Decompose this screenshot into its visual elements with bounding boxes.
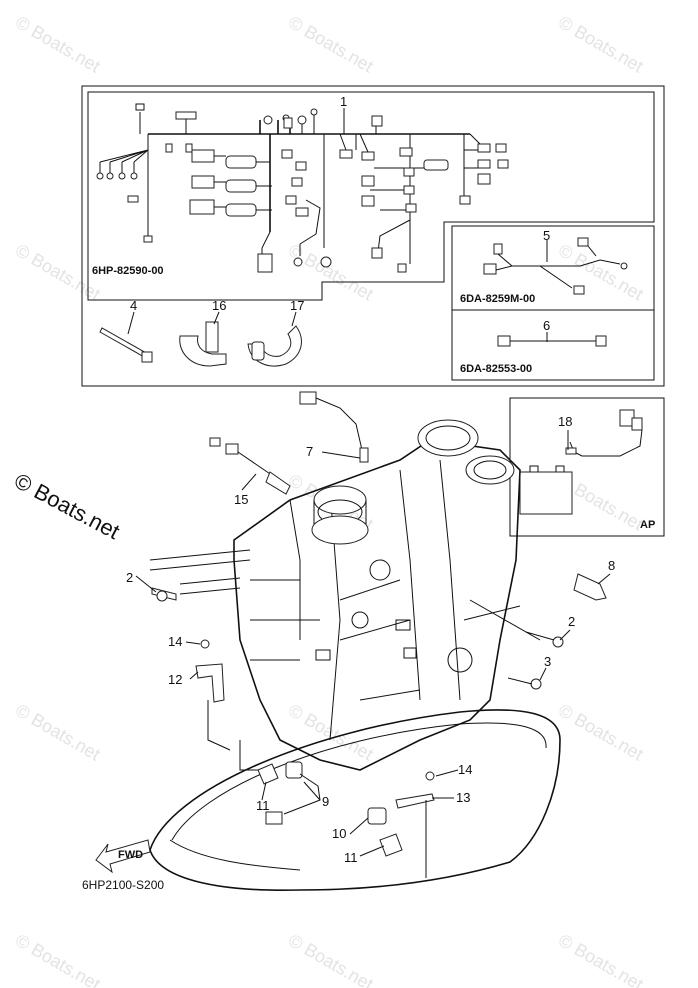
callout-numbers: 1 2 2 3 4 5 6 7 8 9 10 11 11 12 13 14 14… bbox=[126, 94, 615, 865]
callout-16: 16 bbox=[212, 298, 226, 313]
callout-2-right: 2 bbox=[568, 614, 575, 629]
sub-lead-6-part-code: 6DA-82553-00 bbox=[460, 363, 532, 375]
battery-illustration bbox=[519, 471, 573, 515]
leader-lines bbox=[127, 108, 611, 857]
sub-lead-frame bbox=[451, 225, 655, 381]
wire-harness-illustration bbox=[96, 103, 509, 273]
diagram-code: 6HP2100-S200 bbox=[82, 878, 165, 892]
sub-lead-6-illustration bbox=[497, 335, 607, 347]
bracket-12-illustration bbox=[195, 639, 231, 751]
clamp-16-illustration bbox=[179, 321, 227, 367]
lower-parts-illustration bbox=[239, 740, 435, 878]
clamp-17-illustration bbox=[247, 325, 302, 367]
sub-lead-5-illustration bbox=[483, 237, 628, 295]
callout-9: 9 bbox=[322, 794, 329, 809]
callout-6: 6 bbox=[543, 318, 550, 333]
callout-13: 13 bbox=[456, 790, 470, 805]
callout-14-left: 14 bbox=[168, 634, 182, 649]
ap-inset-box bbox=[509, 397, 665, 537]
sensor-8-illustration bbox=[573, 573, 607, 601]
callout-10: 10 bbox=[332, 826, 346, 841]
ap-inset-label: AP bbox=[640, 519, 655, 531]
callout-12: 12 bbox=[168, 672, 182, 687]
harness-subframe bbox=[87, 91, 655, 301]
callout-11-right: 11 bbox=[344, 850, 358, 865]
callout-2-left: 2 bbox=[126, 570, 133, 585]
callout-14-right: 14 bbox=[458, 762, 472, 777]
harness-part-code: 6HP-82590-00 bbox=[92, 265, 164, 277]
callout-17: 17 bbox=[290, 298, 304, 313]
fwd-label: FWD bbox=[118, 849, 143, 861]
callout-7: 7 bbox=[306, 444, 313, 459]
engine-illustration bbox=[149, 419, 561, 892]
callout-8: 8 bbox=[608, 558, 615, 573]
callout-11-left: 11 bbox=[256, 798, 270, 813]
callout-15: 15 bbox=[234, 492, 248, 507]
callout-5: 5 bbox=[543, 228, 550, 243]
cable-tie-illustration bbox=[99, 327, 153, 363]
sub-lead-5-part-code: 6DA-8259M-00 bbox=[460, 293, 535, 305]
fwd-arrow: FWD bbox=[95, 839, 151, 874]
bolt-illustrations bbox=[151, 587, 564, 690]
wire-harness-kit-box bbox=[81, 85, 665, 387]
sensor-7-illustration bbox=[299, 391, 369, 463]
callout-18: 18 bbox=[558, 414, 572, 429]
callout-1: 1 bbox=[340, 94, 347, 109]
callout-4: 4 bbox=[130, 298, 137, 313]
callout-3: 3 bbox=[544, 654, 551, 669]
sensor-15-illustration bbox=[209, 437, 291, 495]
